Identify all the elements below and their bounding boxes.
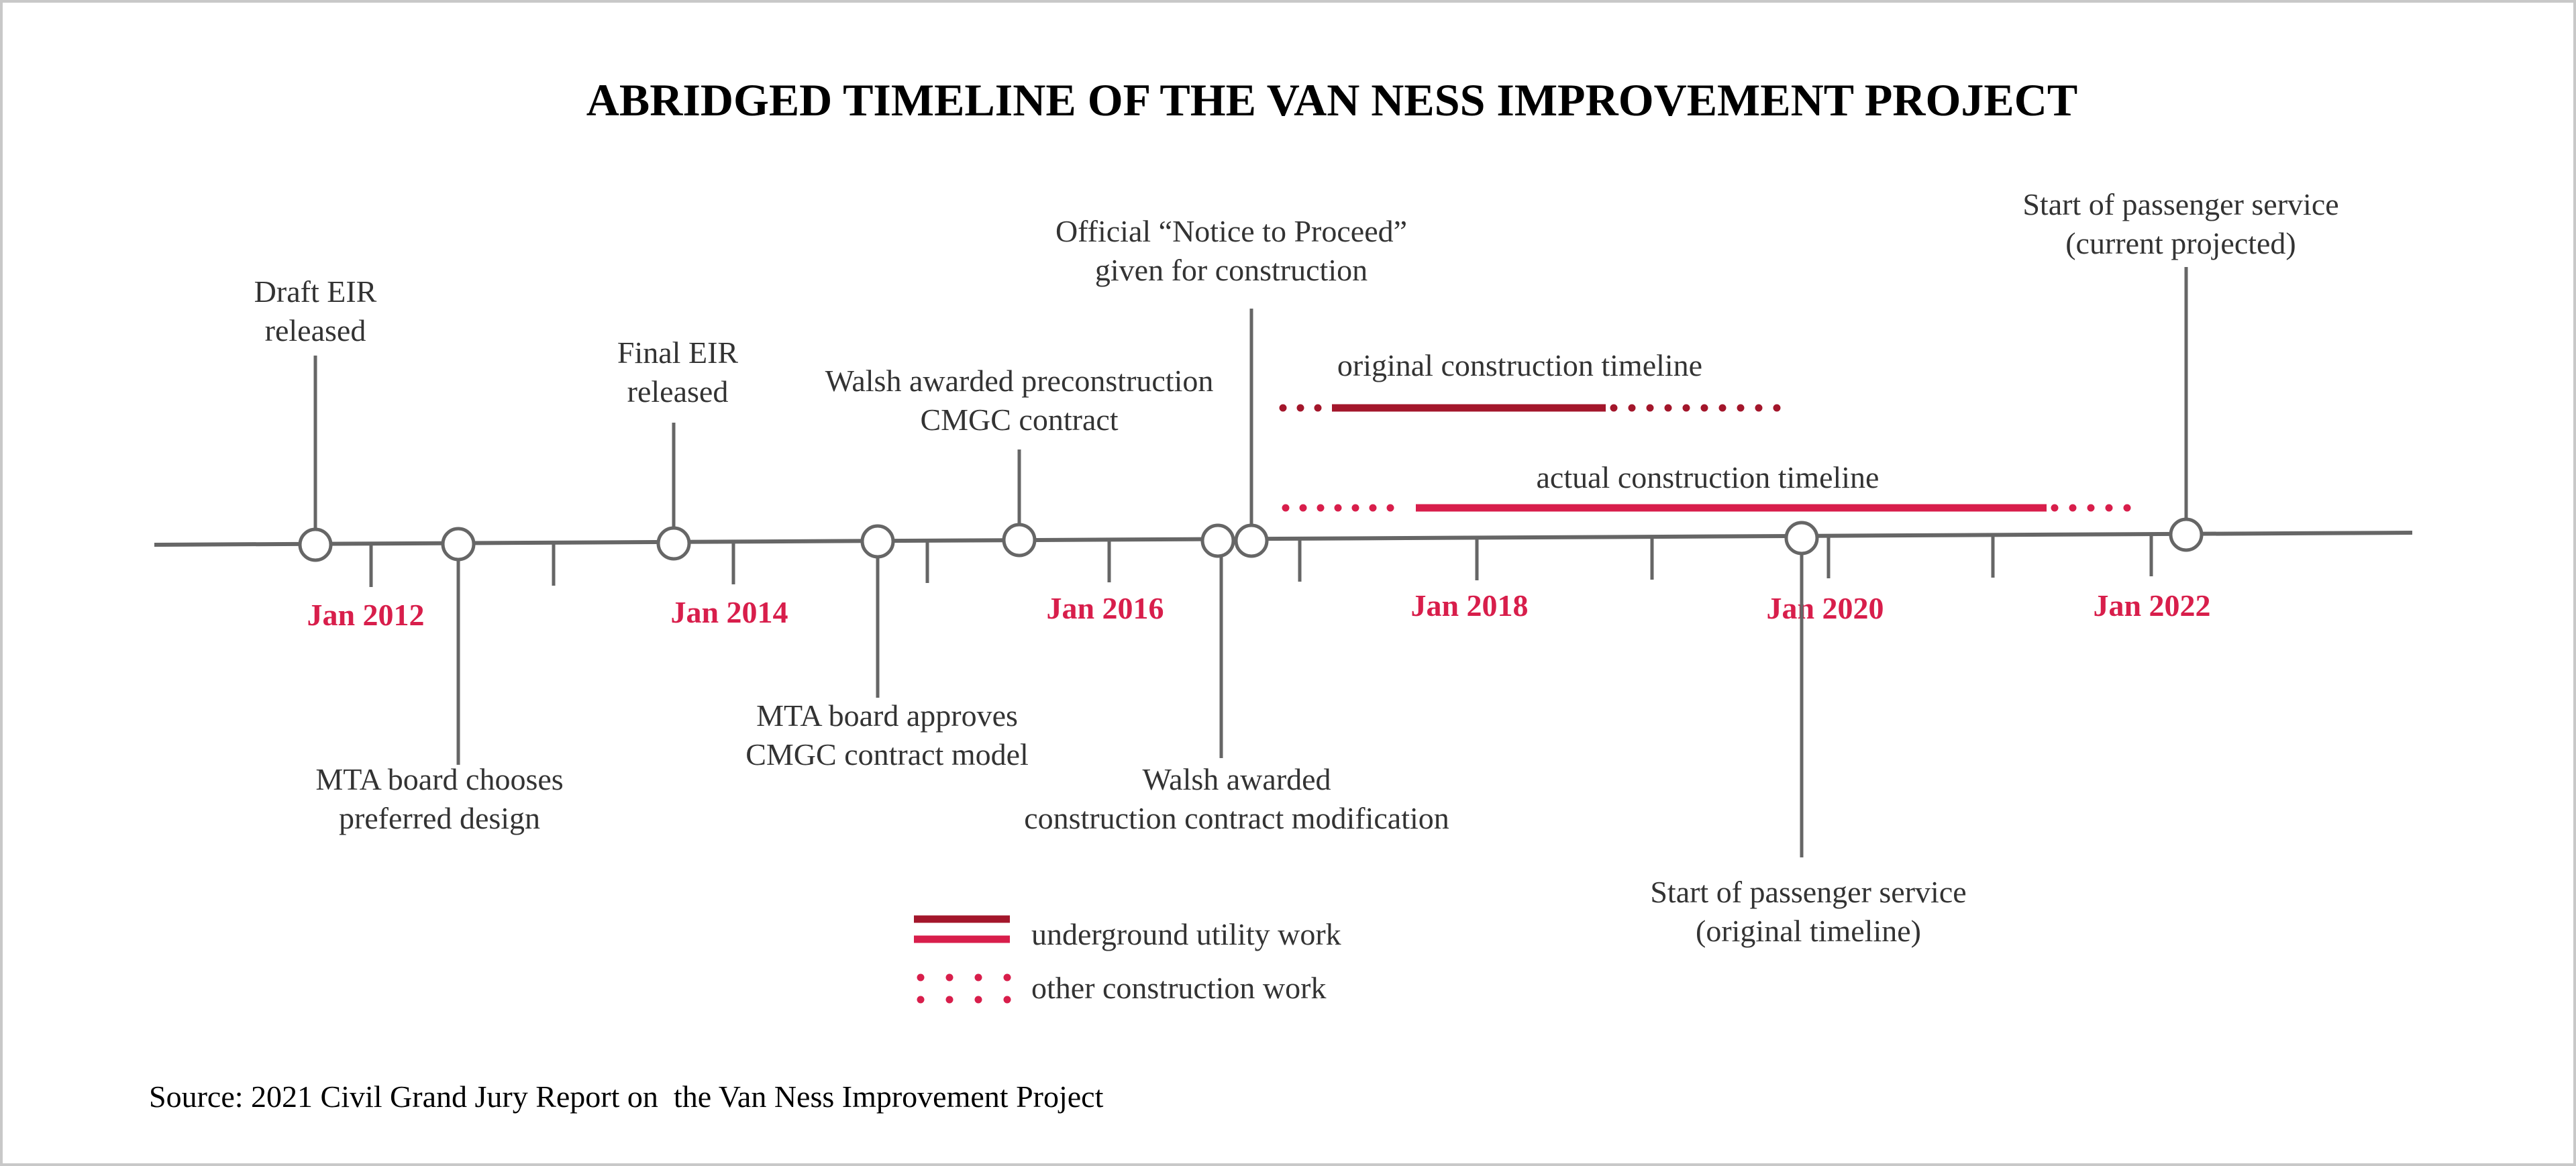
legend-swatch-other: [917, 973, 1012, 1004]
event-label-mta-chooses-design-line1: MTA board chooses: [315, 762, 563, 796]
event-label-notice-to-proceed-line1: Official “Notice to Proceed”: [1055, 214, 1407, 248]
event-label-service-projected-line2: (current projected): [2065, 226, 2296, 260]
event-label-mta-chooses-design-line2: preferred design: [339, 801, 540, 835]
event-label-final-eir-line2: released: [627, 374, 729, 409]
event-label-service-original-line2: (original timeline): [1696, 914, 1921, 948]
event-marker-notice-to-proceed: [1234, 523, 1269, 558]
year-label-2014: Jan 2014: [670, 595, 788, 629]
event-label-draft-eir-line2: released: [265, 313, 366, 348]
event-label-draft-eir-line1: Draft EIR: [254, 274, 377, 309]
event-marker-service-original: [1784, 521, 1819, 555]
legend-label-underground: underground utility work: [1031, 917, 1341, 951]
year-label-2018: Jan 2018: [1410, 588, 1528, 623]
event-marker-final-eir: [656, 526, 691, 561]
year-label-2012: Jan 2012: [307, 598, 424, 632]
year-label-2020: Jan 2020: [1766, 591, 1884, 625]
event-marker-service-projected: [2169, 517, 2204, 552]
original-timeline-label: original construction timeline: [1337, 348, 1702, 382]
event-marker-draft-eir: [298, 527, 333, 562]
legend-label-other: other construction work: [1031, 971, 1326, 1005]
axis-ticks: [369, 534, 2153, 587]
timeline-axis: [154, 531, 2413, 547]
event-marker-mta-approves-cmgc: [860, 524, 895, 559]
event-label-mta-approves-cmgc-line2: CMGC contract model: [745, 737, 1029, 772]
event-label-walsh-preconstruction-line1: Walsh awarded preconstruction: [825, 364, 1214, 398]
event-label-service-original-line1: Start of passenger service: [1650, 875, 1966, 909]
event-label-notice-to-proceed-line2: given for construction: [1095, 253, 1368, 287]
actual-timeline-label: actual construction timeline: [1537, 460, 1879, 494]
legend: underground utility work other construct…: [914, 915, 1341, 1005]
event-label-walsh-modification-line1: Walsh awarded: [1142, 762, 1331, 796]
event-marker-walsh-preconstruction: [1002, 523, 1037, 558]
diagram-title: ABRIDGED TIMELINE OF THE VAN NESS IMPROV…: [586, 74, 2077, 125]
event-label-mta-approves-cmgc-line1: MTA board approves: [756, 698, 1018, 733]
event-marker-mta-chooses-design: [441, 527, 476, 562]
event-marker-walsh-modification: [1200, 523, 1235, 558]
event-label-walsh-preconstruction-line2: CMGC contract: [920, 403, 1118, 437]
event-label-walsh-modification-line2: construction contract modification: [1024, 801, 1449, 835]
event-label-final-eir-line1: Final EIR: [617, 335, 738, 370]
source-note: Source: 2021 Civil Grand Jury Report on …: [149, 1079, 1104, 1114]
legend-swatch-underground: [914, 915, 1010, 943]
year-label-2016: Jan 2016: [1046, 591, 1164, 625]
event-label-service-projected-line1: Start of passenger service: [2022, 187, 2338, 221]
year-label-2022: Jan 2022: [2093, 588, 2210, 623]
